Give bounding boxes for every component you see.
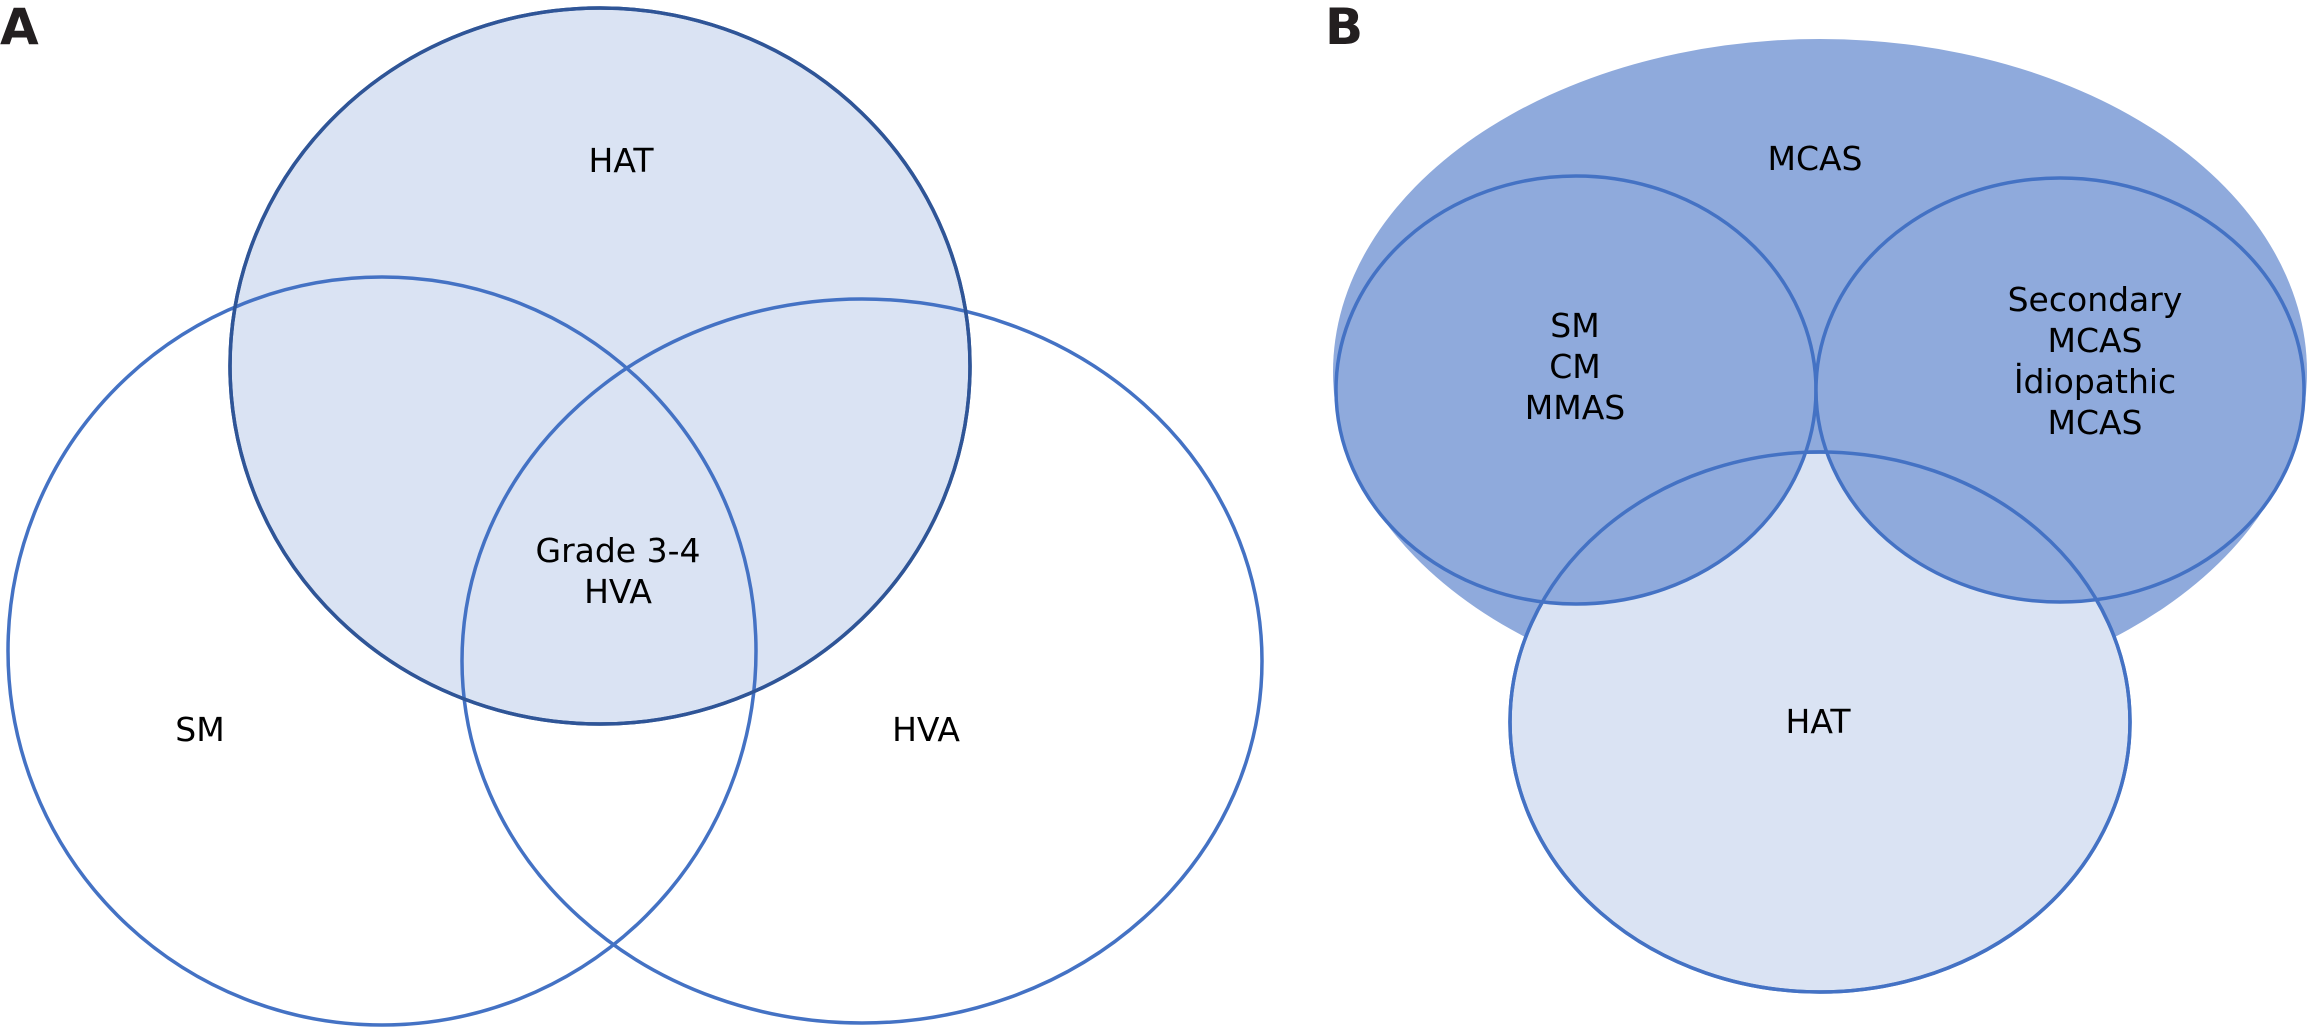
hat-circle-outline xyxy=(228,6,972,726)
right-group-line-1: Secondary xyxy=(2008,280,2183,319)
hva-circle xyxy=(460,297,1264,1025)
left-group-line-1: SM xyxy=(1550,306,1599,345)
hat-label-b: HAT xyxy=(1786,702,1852,741)
hat-ellipse-outline xyxy=(1508,450,2132,994)
panel-a: A HAT SM HVA Grade 3-4 HVA xyxy=(0,0,1264,1027)
left-group-line-3: MMAS xyxy=(1525,388,1625,427)
panel-a-letter: A xyxy=(0,0,39,56)
intersection-label-line-2: HVA xyxy=(584,572,652,611)
sm-circle xyxy=(6,275,758,1027)
left-group-line-2: CM xyxy=(1549,347,1601,386)
mcas-label: MCAS xyxy=(1767,139,1862,178)
sm-label: SM xyxy=(175,710,224,749)
right-group-line-4: MCAS xyxy=(2047,403,2142,442)
panel-b: B MCAS SM CM MMAS Secondary MCAS İdiopat… xyxy=(1325,0,2307,994)
hat-circle xyxy=(228,6,972,726)
hat-label: HAT xyxy=(589,141,655,180)
right-group-line-2: MCAS xyxy=(2047,321,2142,360)
secondary-idiopathic-mcas-circle xyxy=(1814,176,2306,604)
intersection-label-line-1: Grade 3-4 xyxy=(536,531,701,570)
hva-label: HVA xyxy=(892,710,960,749)
right-group-line-3: İdiopathic xyxy=(2014,362,2176,401)
panel-b-letter: B xyxy=(1325,0,1363,56)
